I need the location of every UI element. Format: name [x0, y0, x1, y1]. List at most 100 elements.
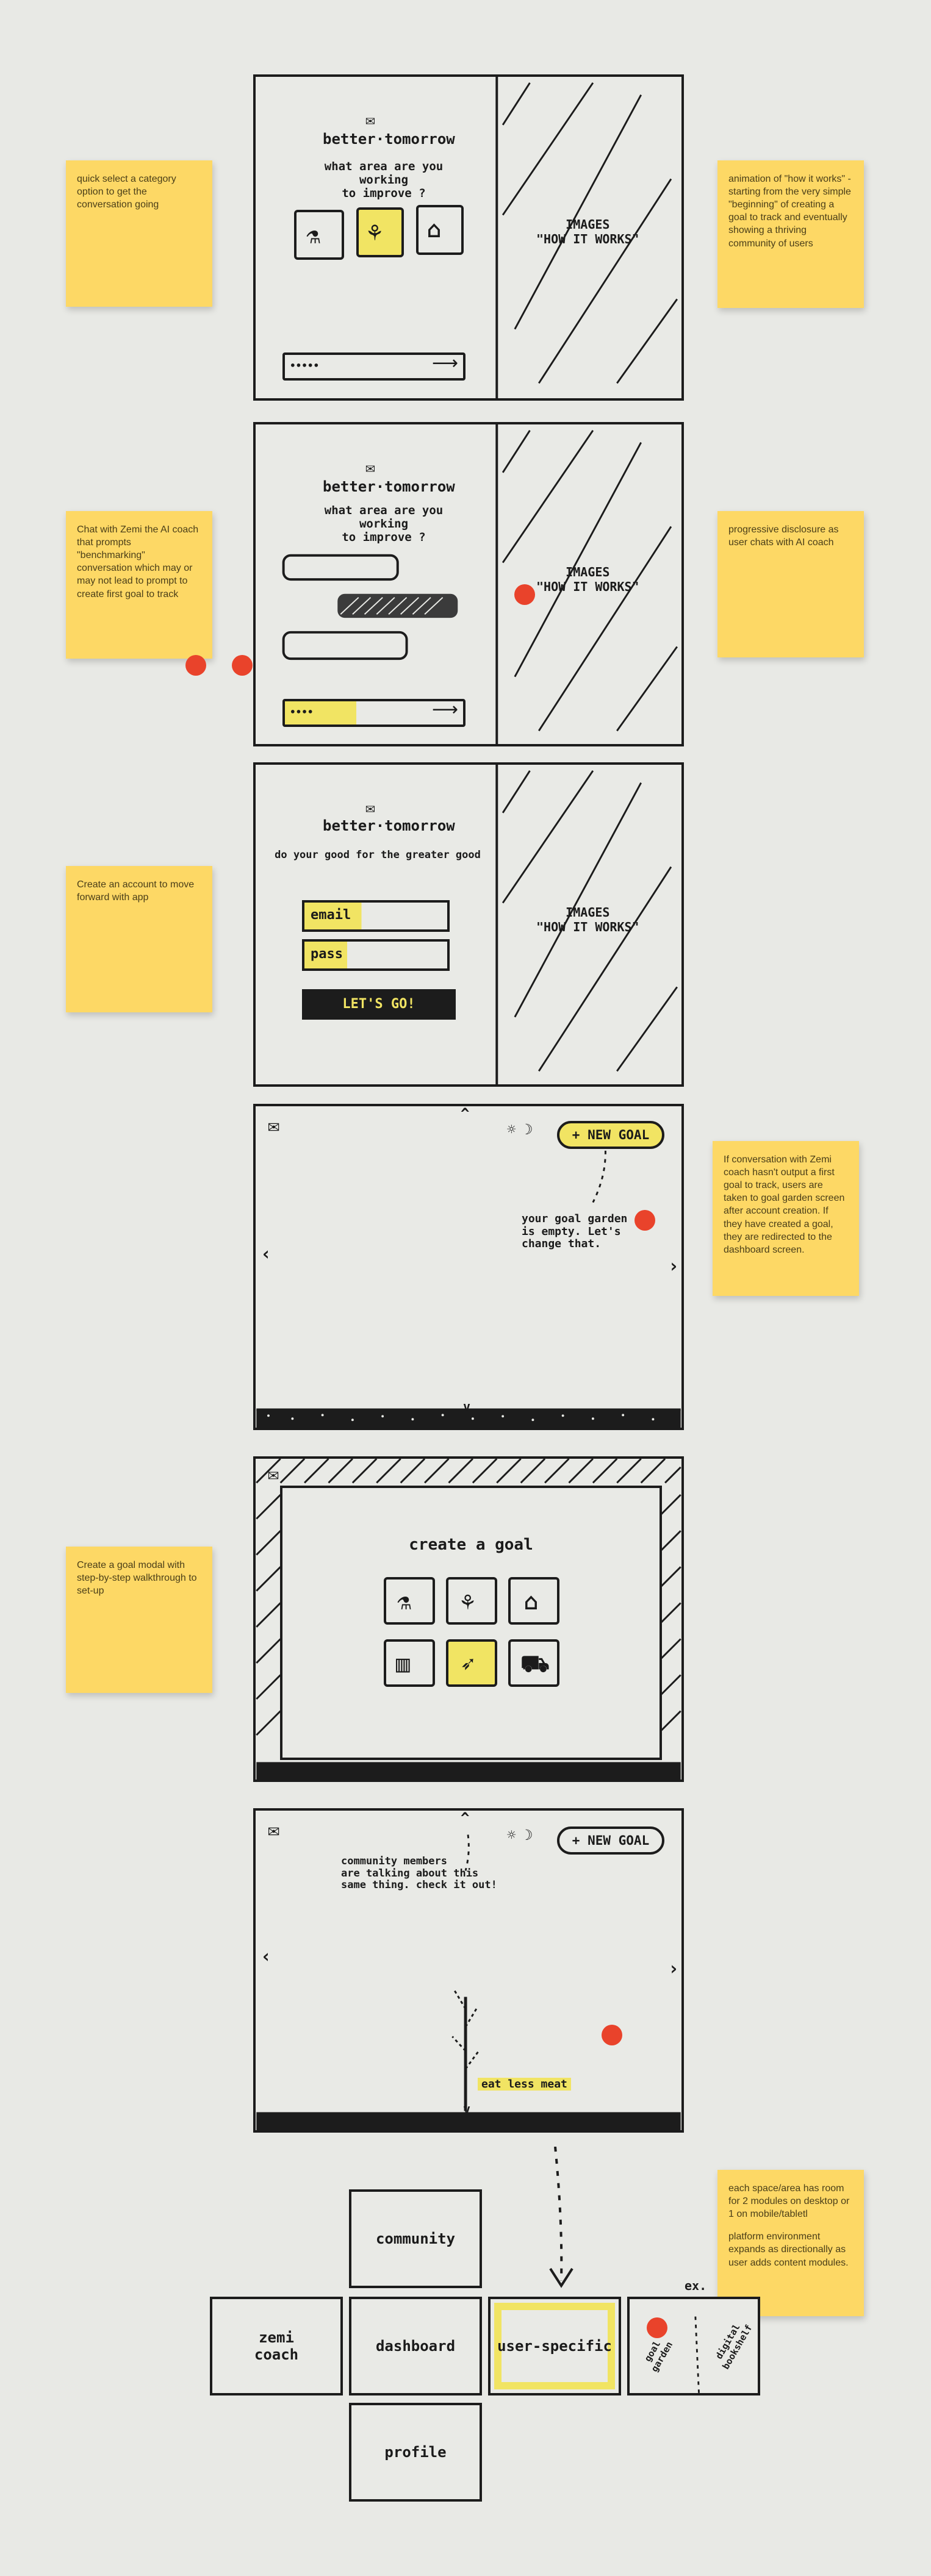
comment-dot[interactable]: [514, 584, 535, 605]
wireframe-zemi-chat: ✉ better·tomorrow what area are you work…: [253, 422, 684, 746]
sticky-text: Create a goal modal with step-by-step wa…: [77, 1560, 197, 1597]
module-profile[interactable]: profile: [349, 2403, 482, 2502]
new-goal-button[interactable]: + NEW GOAL: [557, 1121, 664, 1149]
hatch-panel: [282, 424, 678, 744]
category-sprout-option[interactable]: ⚘: [356, 207, 404, 257]
sticky-text: quick select a category option to get th…: [77, 174, 176, 210]
module-label: user-specific: [497, 2338, 612, 2355]
send-arrow-icon[interactable]: ⟶: [431, 699, 458, 720]
logo: better·tomorrow: [323, 478, 455, 495]
chevron-left-icon[interactable]: ‹: [261, 1243, 272, 1265]
chevron-down-icon[interactable]: v: [463, 1399, 471, 1414]
sticky-text: platform environment expands as directio…: [728, 2231, 849, 2268]
sun-icon[interactable]: ☼: [507, 1121, 516, 1138]
input-dots: ••••: [290, 706, 314, 718]
module-label: dashboard: [375, 2338, 456, 2355]
lets-go-button[interactable]: LET'S GO!: [302, 989, 456, 1020]
email-field[interactable]: email: [302, 900, 450, 932]
comment-dot[interactable]: [647, 2317, 667, 2338]
sticky-note-modules: each space/area has room for 2 modules o…: [717, 2170, 864, 2316]
images-placeholder-label: IMAGES "HOW IT WORKS": [536, 217, 639, 246]
goal-category-car[interactable]: ⛟: [508, 1639, 559, 1687]
car-icon: ⛟: [520, 1650, 550, 1677]
module-zemi-coach[interactable]: zemi coach: [210, 2297, 343, 2395]
sticky-text: Chat with Zemi the AI coach that prompts…: [77, 524, 199, 599]
goal-category-carrot[interactable]: ➶: [446, 1639, 497, 1687]
wireframe-welcome-category: ✉ better·tomorrow what area are you work…: [253, 74, 684, 401]
password-field[interactable]: pass: [302, 939, 450, 971]
chevron-down-icon[interactable]: v: [463, 2102, 471, 2116]
send-arrow-icon[interactable]: ⟶: [431, 352, 458, 374]
goal-category-house[interactable]: ⌂: [508, 1577, 559, 1625]
module-dashboard[interactable]: dashboard: [349, 2297, 482, 2395]
moon-icon[interactable]: ☽: [524, 1826, 533, 1844]
sticky-note-category: quick select a category option to get th…: [66, 160, 212, 307]
teapot-icon: ⚗: [397, 1588, 411, 1615]
logo: better·tomorrow: [323, 817, 455, 834]
module-label: profile: [384, 2444, 447, 2461]
chevron-up-icon[interactable]: ^: [461, 1105, 470, 1122]
chevron-left-icon[interactable]: ‹: [261, 1946, 272, 1967]
lets-go-label: LET'S GO!: [342, 996, 415, 1012]
logo: better·tomorrow: [323, 131, 455, 148]
chevron-right-icon[interactable]: ›: [668, 1256, 680, 1277]
carrot-icon: ➶: [461, 1650, 475, 1677]
new-goal-label: + NEW GOAL: [572, 1128, 650, 1142]
user-specific-highlight: [494, 2303, 615, 2389]
module-label: zemi coach: [254, 2329, 299, 2363]
chat-input[interactable]: •••• ⟶: [282, 699, 466, 727]
comment-dot[interactable]: [185, 655, 206, 676]
books-icon: ▥: [396, 1650, 410, 1677]
new-goal-button[interactable]: + NEW GOAL: [557, 1826, 664, 1855]
question-heading: what area are you working to improve ?: [324, 160, 444, 200]
goal-category-sprout[interactable]: ⚘: [446, 1577, 497, 1625]
ground-and-plant: [256, 1834, 681, 2130]
module-user-specific[interactable]: user-specific: [488, 2297, 621, 2395]
sticky-note-progressive: progressive disclosure as user chats wit…: [717, 511, 864, 657]
wireframe-create-goal-modal: create a goal ⚗ ⚘ ⌂ ▥ ➶ ⛟ ✉: [253, 1456, 684, 1782]
comment-dot[interactable]: [602, 2025, 622, 2045]
sticky-note-zemi-chat: Chat with Zemi the AI coach that prompts…: [66, 511, 212, 659]
wireframe-dashboard-with-goal: ✉ ^ ☼ ☽ + NEW GOAL community members are…: [253, 1808, 684, 2133]
dashed-connector: [549, 2147, 573, 2288]
sticky-note-goal-modal: Create a goal modal with step-by-step wa…: [66, 1547, 212, 1693]
modal-title: create a goal: [409, 1536, 533, 1554]
chevron-up-icon[interactable]: ^: [461, 1809, 470, 1826]
ground-strip: [256, 1142, 681, 1428]
sticky-text: progressive disclosure as user chats wit…: [728, 524, 839, 548]
category-teapot-option[interactable]: ⚗: [294, 210, 344, 260]
moon-icon[interactable]: ☽: [524, 1121, 533, 1138]
module-example-goal-garden[interactable]: goal garden digital bookshelf: [627, 2297, 760, 2395]
example-label: ex.: [685, 2278, 707, 2293]
question-heading: what area are you working to improve ?: [324, 504, 444, 544]
chevron-right-icon[interactable]: ›: [668, 1958, 680, 1980]
sun-icon[interactable]: ☼: [507, 1826, 516, 1844]
input-dots: •••••: [290, 360, 320, 371]
new-goal-label: + NEW GOAL: [572, 1833, 650, 1848]
sticky-text: Create an account to move forward with a…: [77, 879, 195, 903]
wireframe-create-account: ✉ better·tomorrow do your good for the g…: [253, 762, 684, 1087]
module-label: community: [375, 2230, 456, 2247]
sticky-text: each space/area has room for 2 modules o…: [728, 2183, 850, 2220]
envelope-icon: ✉: [365, 799, 375, 817]
house-icon: ⌂: [524, 1588, 538, 1615]
hatch-overlay: [256, 1459, 681, 1780]
password-label: pass: [311, 946, 343, 962]
plant-goal-label[interactable]: eat less meat: [478, 2078, 571, 2091]
envelope-icon[interactable]: ✉: [268, 1818, 280, 1841]
module-community[interactable]: community: [349, 2189, 482, 2288]
goal-category-books[interactable]: ▥: [384, 1639, 435, 1687]
chat-input[interactable]: ••••• ⟶: [282, 352, 466, 381]
empty-garden-note: your goal garden is empty. Let's change …: [522, 1212, 628, 1251]
email-label: email: [311, 907, 351, 923]
sticky-note-how-it-works: animation of "how it works" - starting f…: [717, 160, 864, 308]
comment-dot[interactable]: [232, 655, 253, 676]
envelope-icon[interactable]: ✉: [268, 1114, 280, 1137]
goal-category-teapot[interactable]: ⚗: [384, 1577, 435, 1625]
sticky-note-goal-garden: If conversation with Zemi coach hasn't o…: [713, 1141, 859, 1296]
sticky-text: animation of "how it works" - starting f…: [728, 174, 851, 249]
teapot-icon: ⚗: [306, 222, 320, 249]
category-house-option[interactable]: ⌂: [416, 205, 464, 255]
tagline: do your good for the greater good: [275, 849, 481, 861]
comment-dot[interactable]: [634, 1210, 655, 1231]
